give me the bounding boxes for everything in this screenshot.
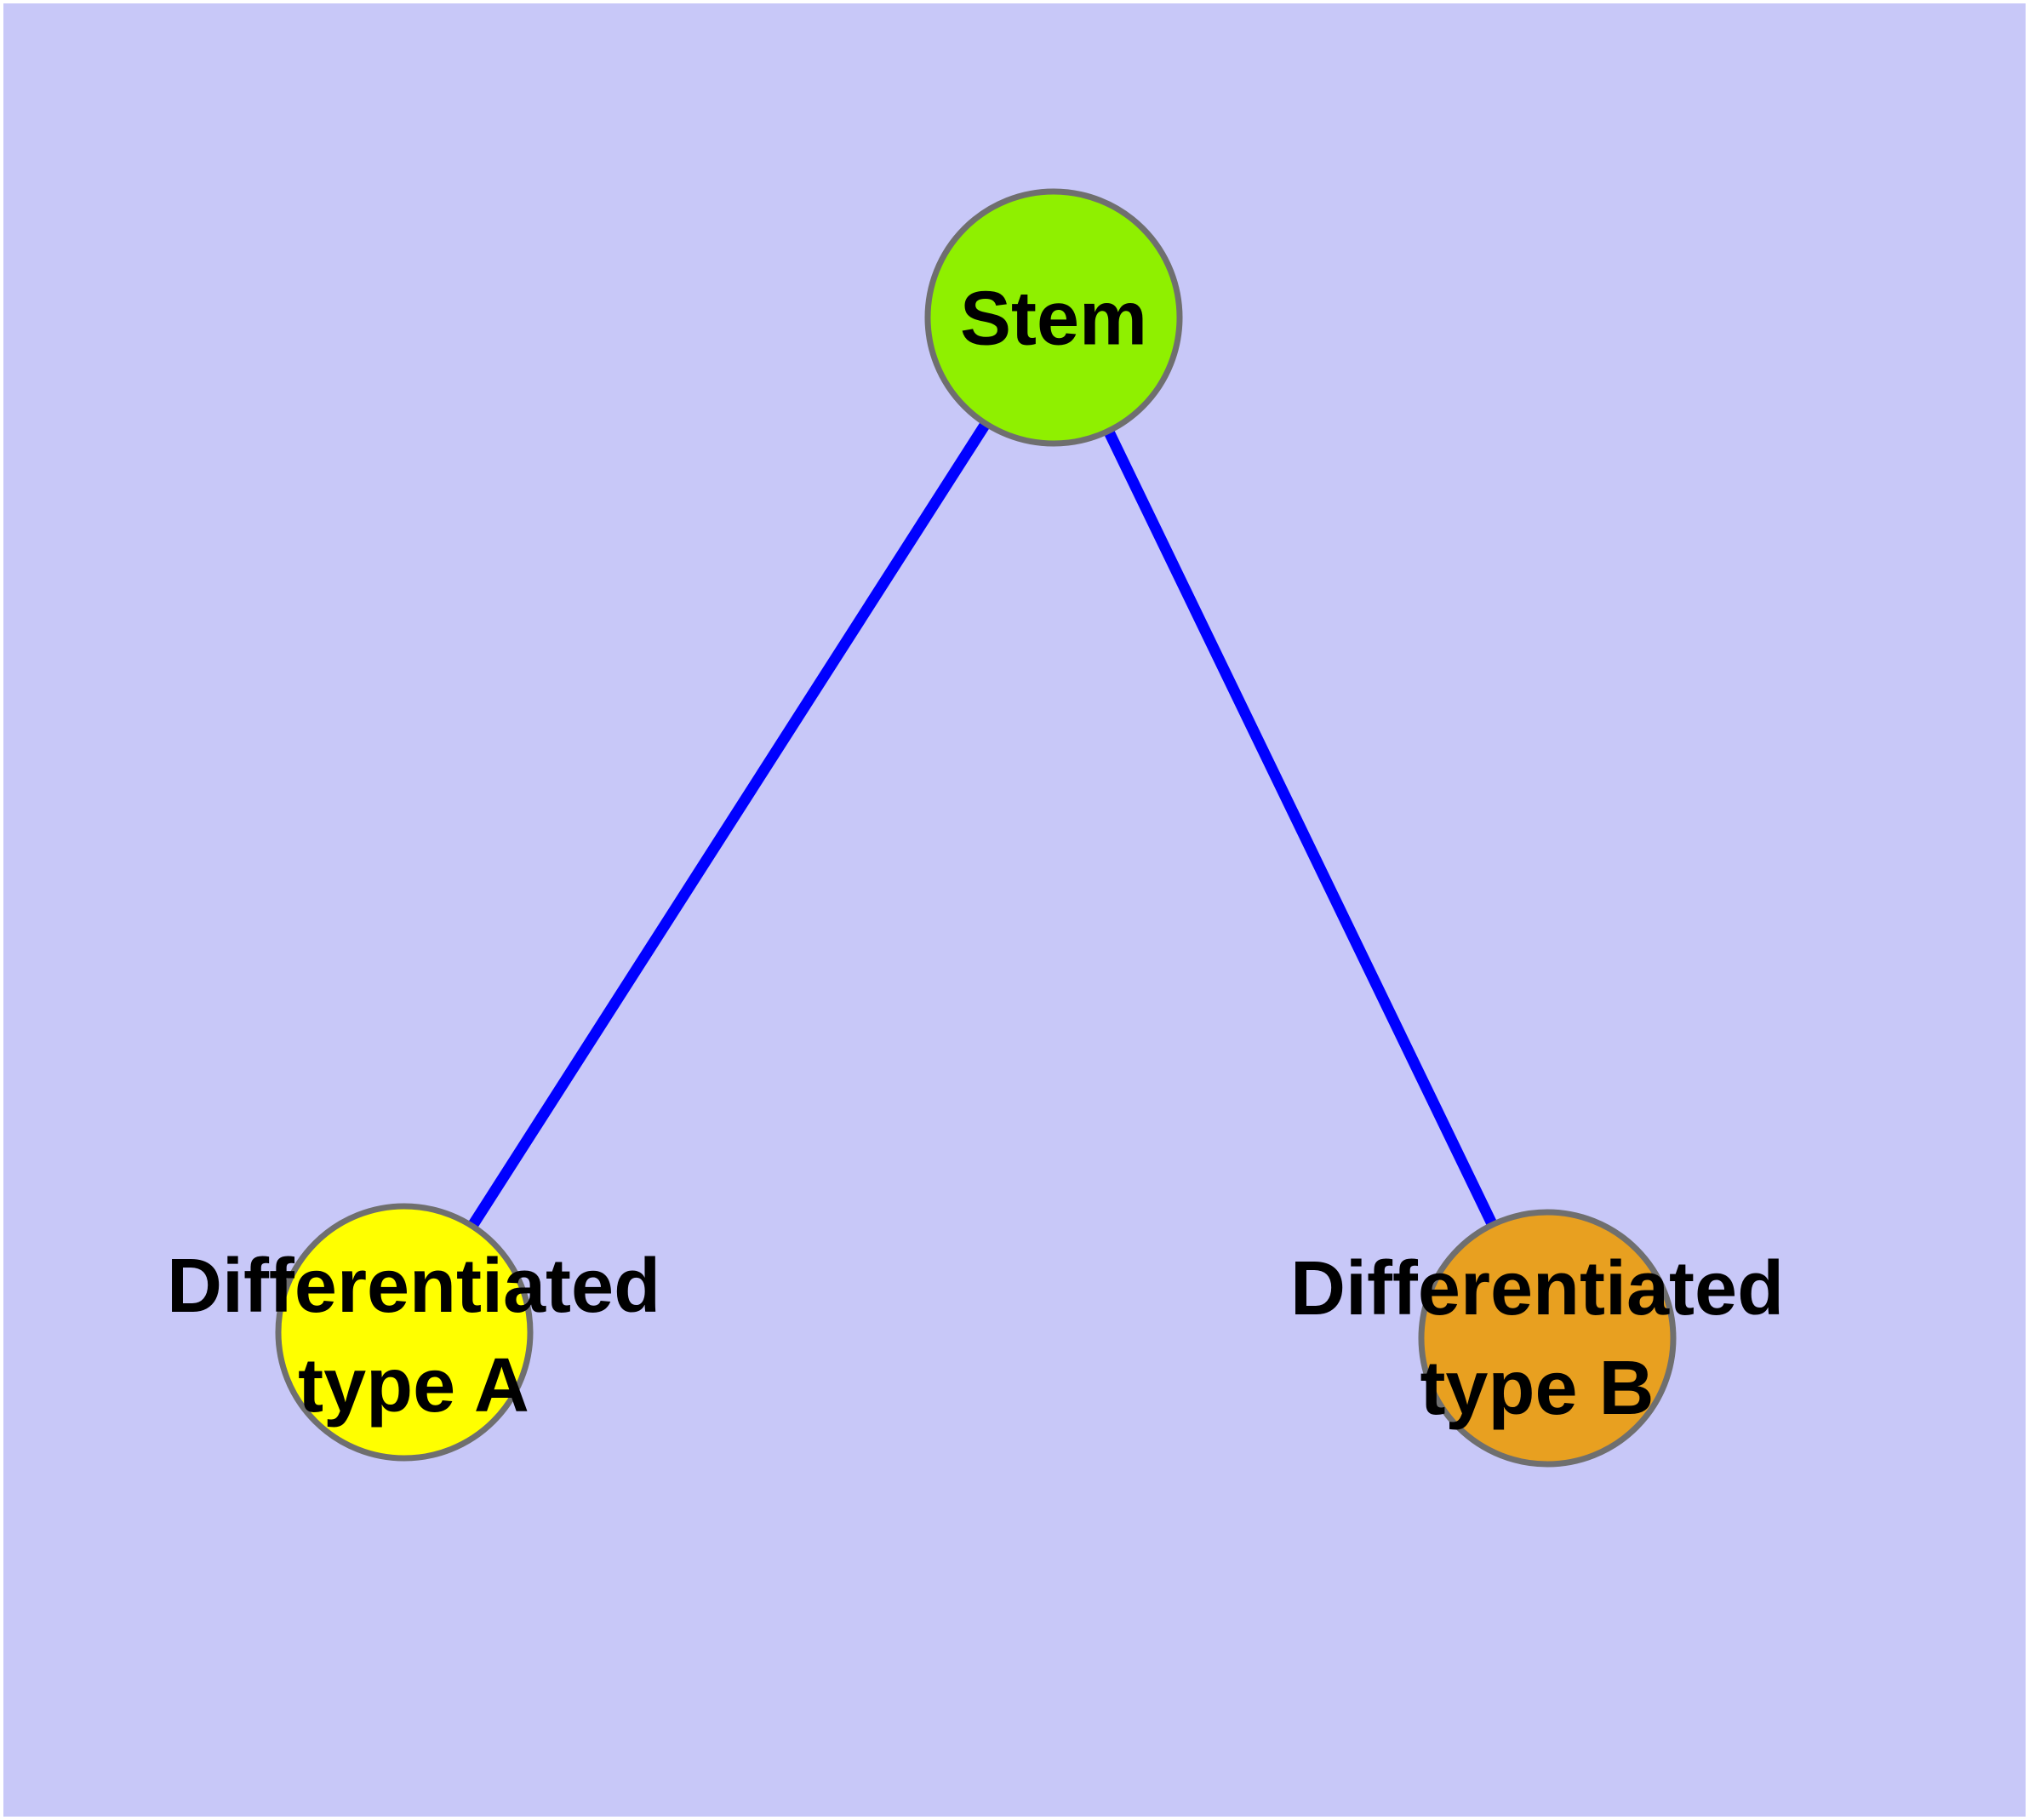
- edge-stem-to-type-b: [1049, 315, 1552, 1341]
- type-a-node-label: Differentiated type A: [166, 1244, 661, 1428]
- type-a-node: [275, 1203, 534, 1462]
- edge-stem-to-type-a: [399, 314, 1059, 1336]
- type-b-node-label: Differentiated type B: [1289, 1246, 1785, 1431]
- stem-node-label: Stem: [959, 276, 1148, 362]
- stem-node: [924, 188, 1183, 447]
- type-b-node: [1418, 1209, 1677, 1468]
